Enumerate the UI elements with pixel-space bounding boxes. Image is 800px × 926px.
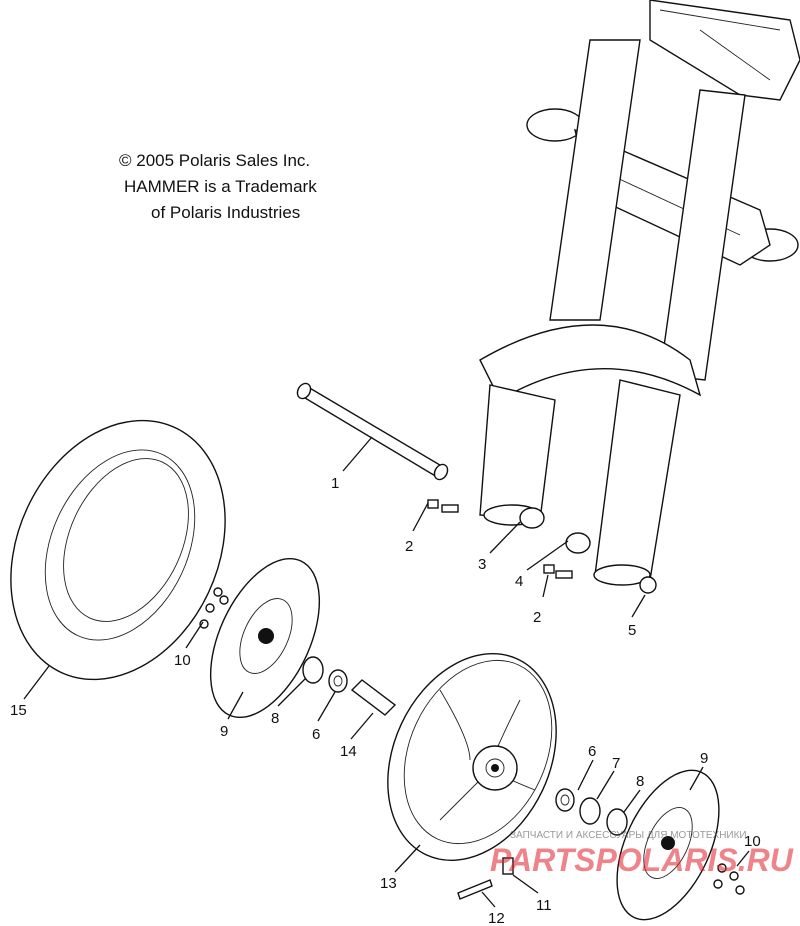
callout-5: 5 <box>628 622 636 639</box>
callout-7: 7 <box>612 755 620 772</box>
watermark-brand: PARTSPOLARIS.RU <box>490 842 793 878</box>
callout-8-right: 8 <box>636 773 644 790</box>
callout-6-right: 6 <box>588 743 596 760</box>
seal-part-8-right <box>606 808 628 836</box>
callout-6-left: 6 <box>312 726 320 743</box>
tire-part-15 <box>10 419 226 681</box>
axle-part-1 <box>296 382 449 481</box>
copyright-line: © 2005 Polaris Sales Inc. <box>119 151 311 170</box>
watermark-tagline: ЗАПЧАСТИ И АКСЕССУАРЫ ДЛЯ МОТОТЕХНИКИ <box>510 830 747 841</box>
front-fork-assembly <box>479 0 800 586</box>
callout-1: 1 <box>331 475 339 492</box>
leader-lines <box>23 436 750 908</box>
spacer-part-3 <box>519 507 545 529</box>
callout-3: 3 <box>478 556 486 573</box>
callout-10-left: 10 <box>174 652 191 669</box>
snap-ring-part-7 <box>579 797 601 825</box>
spacer-part-4 <box>565 532 591 554</box>
callout-2-lower: 2 <box>533 609 541 626</box>
brake-disc-part-9-right <box>616 769 720 921</box>
spacer-tube-part-14 <box>350 679 397 716</box>
pinch-bolts-part-2-upper <box>427 499 459 513</box>
brake-disc-part-9-left <box>209 557 321 719</box>
bearing-part-6-left <box>328 669 348 693</box>
wheel-rim-part-13 <box>387 653 557 861</box>
callout-10-right: 10 <box>744 833 761 850</box>
callout-14: 14 <box>340 743 357 760</box>
callout-13: 13 <box>380 875 397 892</box>
disc-bolts-part-10-left <box>199 587 229 629</box>
callout-15: 15 <box>10 702 27 719</box>
bearing-part-6-right <box>555 788 575 812</box>
callout-2-upper: 2 <box>405 538 413 555</box>
callout-4: 4 <box>515 573 523 590</box>
callout-labels: 1 2 3 4 2 5 15 10 9 8 6 14 6 7 8 9 10 13… <box>10 475 761 926</box>
axle-nut-part-5 <box>639 576 657 594</box>
valve-stem-part-11 <box>502 857 514 875</box>
pinch-bolts-part-2-lower <box>543 564 573 579</box>
callout-9-right: 9 <box>700 750 708 767</box>
callout-12: 12 <box>488 910 505 926</box>
callout-11: 11 <box>536 897 552 914</box>
seal-part-8-left <box>302 656 324 684</box>
callout-8-left: 8 <box>271 710 279 727</box>
callout-9-left: 9 <box>220 723 228 740</box>
disc-bolts-part-10-right <box>713 863 745 895</box>
trademark-owner-line: of Polaris Industries <box>151 203 301 222</box>
balance-weight-part-12 <box>457 879 493 900</box>
trademark-line: HAMMER is a Trademark <box>124 177 317 196</box>
